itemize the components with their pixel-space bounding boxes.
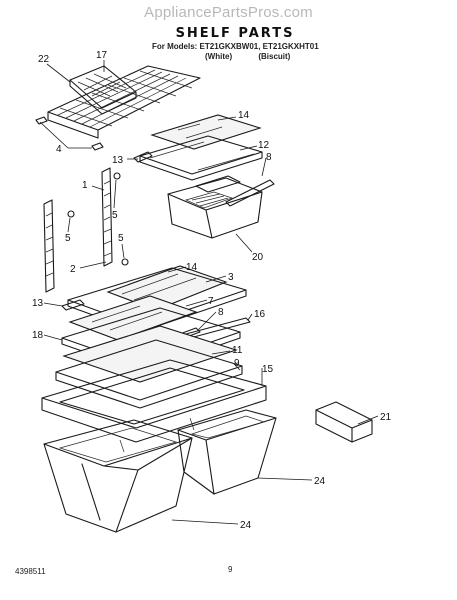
- callout-15: 15: [262, 364, 274, 375]
- callout-8-lower: 8: [218, 307, 224, 318]
- trim-rail-part-8a: [225, 179, 275, 207]
- callout-3: 3: [228, 272, 234, 283]
- callout-11: 11: [232, 345, 243, 356]
- callout-14-lower: 14: [186, 262, 198, 273]
- callout-8-upper: 8: [266, 152, 272, 163]
- shelf-ladder-part-2: [43, 199, 55, 293]
- callout-5-a: 5: [112, 210, 118, 221]
- color-variants: (White) (Biscuit): [205, 52, 325, 61]
- callout-17: 17: [96, 50, 108, 61]
- callout-12: 12: [258, 140, 270, 151]
- callout-24-left: 24: [240, 520, 252, 531]
- door-bin-part-21: [315, 401, 373, 443]
- callout-1: 1: [82, 180, 88, 191]
- callout-leader-lines: [39, 60, 379, 525]
- callout-21: 21: [380, 412, 392, 423]
- ice-tray-part-22: [69, 65, 137, 115]
- crisper-pan-right-part-24: [177, 409, 277, 495]
- callout-13-upper: 13: [112, 155, 124, 166]
- callout-2: 2: [70, 264, 76, 275]
- callout-22: 22: [38, 54, 50, 65]
- callout-20: 20: [252, 252, 264, 263]
- crisper-frame-part-15: [41, 359, 267, 453]
- crisper-glass-part-11: [62, 325, 238, 383]
- document-number: 4398511: [15, 567, 46, 576]
- wire-shelf-part-17: [47, 65, 201, 139]
- shelf-rail-part-13a: [133, 151, 153, 163]
- callout-18: 18: [32, 330, 44, 341]
- screws-part-5: [67, 172, 129, 266]
- callout-5-b: 5: [65, 233, 71, 244]
- callout-14-upper: 14: [238, 110, 250, 121]
- shelf-rail-part-13b: [61, 299, 85, 311]
- callout-24-right: 24: [314, 476, 326, 487]
- callout-16: 16: [254, 309, 266, 320]
- crisper-pan-left-part-24: [43, 419, 193, 533]
- callout-4: 4: [56, 144, 62, 155]
- site-watermark: AppliancePartsPros.com: [144, 4, 313, 21]
- color-biscuit-label: (Biscuit): [258, 52, 291, 61]
- page-number: 9: [228, 565, 233, 574]
- page-title: SHELF PARTS: [175, 26, 295, 41]
- callout-9: 9: [234, 358, 240, 369]
- models-line: For Models: ET21GKXBW01, ET21GKXHT01: [152, 42, 319, 51]
- shelf-ladder-part-1: [101, 167, 113, 267]
- meat-pan-part-20: [167, 175, 263, 239]
- callout-numbers: 22 17 14 4 13 12 8 1 5 5 5 20 2 14 3 13 …: [32, 50, 392, 531]
- callout-13-lower: 13: [32, 298, 44, 309]
- upper-shelf-frame-part-12: [139, 135, 263, 181]
- glass-shelf-part-7: [68, 295, 198, 341]
- color-white-label: (White): [205, 52, 233, 61]
- callout-7: 7: [208, 296, 214, 307]
- shelf-clips-part-4: [35, 116, 104, 151]
- crisper-cover-part-9: [55, 339, 243, 409]
- callout-5-c: 5: [118, 233, 124, 244]
